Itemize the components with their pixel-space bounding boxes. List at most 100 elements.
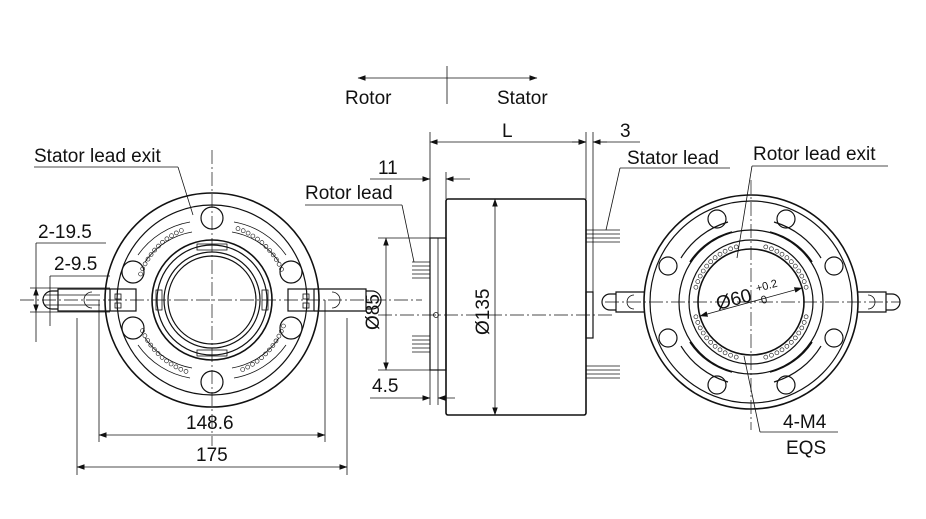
bead-icon [270,343,276,348]
bead-icon [801,279,807,284]
bead-icon [693,314,699,320]
bead-icon [722,248,728,254]
bead-icon [779,251,785,257]
bead-icon [155,351,161,356]
lead-channel-icons [137,221,287,379]
stator-lead-exit-label: Stator lead exit [34,146,161,167]
bead-icon [174,230,179,236]
bead-icon [704,263,710,269]
bead-icon [267,347,272,353]
bead-icon [733,244,739,250]
bead-icon [240,367,245,372]
bead-icon [728,352,733,358]
bead-icon [792,335,798,341]
bead-icon [152,347,157,352]
bead-icon [148,252,154,257]
bead-icon [152,247,157,253]
rotor-direction-label: Rotor [345,88,392,109]
dim-slot-width-label: 2-9.5 [54,254,97,275]
bead-icon [156,243,161,249]
slip-ring-body [445,198,587,416]
left-front-view: Stator lead exit 2-19.5 2-9.5 148.6 175 [20,146,422,475]
bead-icon [774,248,780,254]
bead-icon [801,320,807,325]
direction-indicator: Rotor Stator [345,66,548,109]
bead-icon [788,259,794,265]
bead-icon [803,284,809,290]
bead-icon [717,347,723,353]
bead-icon [259,240,265,245]
bead-icon [273,338,279,344]
bead-icon [796,330,802,336]
dim-flange-dia-label: Ø85 [363,294,384,330]
bead-icon [259,355,264,361]
bead-icon [148,342,154,348]
bead-icon [281,323,286,329]
bead-icon [178,366,184,372]
bead-icon [145,338,150,343]
thread-note-label: EQS [786,438,826,459]
bead-icon [263,351,268,357]
dim-hole-pitch-label: 148.6 [186,413,234,434]
bead-icon [693,284,699,290]
tol-lower-label: 0 [760,294,769,307]
bead-icon [140,328,145,334]
bead-icon [792,263,798,269]
bead-icon [183,369,189,374]
stator-lead-label: Stator lead [627,148,719,169]
dim-bore-label: Ø60 [714,285,754,315]
thread-spec-label: 4-M4 [783,412,827,433]
bead-icon [240,228,246,233]
bead-icon [276,261,282,267]
bead-icon [779,347,785,353]
bead-icon [142,333,148,339]
bead-icon [796,268,802,274]
dim-11-label: 11 [378,158,398,179]
flange-hole-icons [658,209,844,395]
bead-icon [179,228,184,233]
bead-icon [763,244,769,250]
right-view-right-ear [858,291,901,313]
bead-icon [138,271,143,277]
bead-icon [250,361,255,367]
rotor-lead-label: Rotor lead [305,183,393,204]
dim-4-5-label: 4.5 [372,376,398,397]
tol-upper-label: +0.2 [755,278,779,295]
bead-icon [164,358,169,364]
bead-icon [695,320,701,325]
bead-icon [142,261,148,267]
bead-icon [278,328,284,334]
bead-icon [700,330,706,336]
bead-icon [769,352,774,358]
bead-icon [697,273,703,279]
dim-slot-label: 2-19.5 [38,222,92,243]
bead-icon [697,325,703,331]
bead-icon [279,266,284,272]
right-view-left-ear [601,291,644,313]
bead-icon [245,364,250,370]
dim-length-label: L [502,121,513,142]
right-ear [287,288,382,312]
bead-icon [708,339,714,345]
bead-icon [712,343,718,349]
rotor-lead-wires [412,261,430,353]
bead-icon [140,266,145,272]
bead-icon [169,233,174,238]
brush-slot-icons [680,221,822,383]
bead-icon [270,252,276,258]
bead-icon [145,256,151,262]
rotor-lead-exit-label: Rotor lead exit [753,144,876,165]
bead-icon [733,354,739,360]
bead-icon [728,246,733,252]
bead-icon [164,236,170,242]
bead-icon [273,257,279,262]
bead-icon [173,364,179,370]
side-view: L 3 11 Rotor lead Stator lead Ø85 Ø135 4… [305,121,730,416]
bead-icon [700,268,706,274]
bead-icon [235,226,241,231]
bead-icon [784,343,790,349]
bead-icon [769,246,774,252]
bead-icon [263,244,269,249]
bead-icon [722,350,728,356]
bead-icon [159,355,165,360]
